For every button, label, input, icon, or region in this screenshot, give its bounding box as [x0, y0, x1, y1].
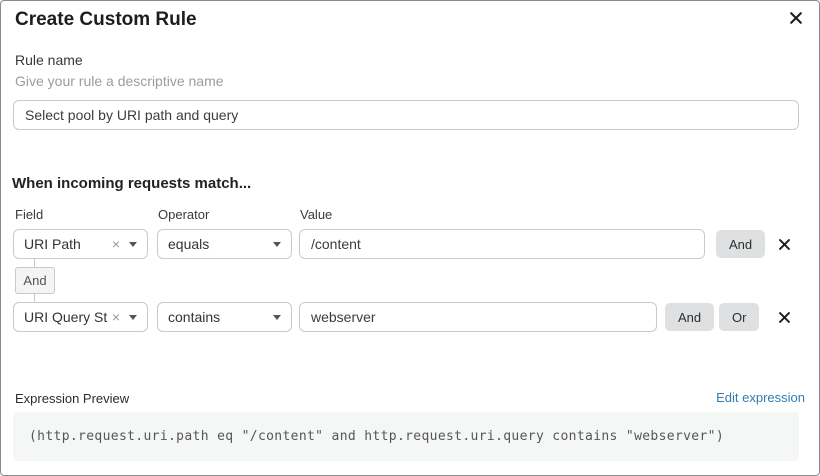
- remove-row1-button[interactable]: [775, 235, 793, 253]
- rule-name-label: Rule name: [15, 52, 83, 68]
- expression-code-block: (http.request.uri.path eq "/content" and…: [13, 412, 799, 461]
- match-section-heading: When incoming requests match...: [12, 175, 252, 192]
- expression-preview-label: Expression Preview: [15, 391, 130, 406]
- add-and-button-row2[interactable]: And: [665, 303, 715, 331]
- field-select-row2[interactable]: URI Query St... ×: [13, 302, 148, 332]
- operator-select-row1-value: equals: [168, 236, 210, 252]
- chevron-down-icon: [129, 241, 137, 247]
- and-connector-chip: And: [15, 267, 55, 294]
- delete-icon: [778, 311, 791, 324]
- chevron-down-icon: [273, 314, 281, 320]
- delete-icon: [778, 238, 791, 251]
- field-select-row1[interactable]: URI Path ×: [13, 229, 148, 259]
- field-select-row1-value: URI Path: [24, 236, 81, 252]
- operator-select-row2-value: contains: [168, 309, 221, 325]
- add-or-button-row2[interactable]: Or: [719, 303, 760, 331]
- remove-row2-button[interactable]: [775, 308, 793, 326]
- connector-line-top: [34, 259, 35, 267]
- operator-select-row1[interactable]: equals: [157, 229, 292, 259]
- value-column-label: Value: [300, 207, 333, 222]
- edit-expression-link[interactable]: Edit expression: [716, 390, 805, 405]
- operator-column-label: Operator: [158, 207, 210, 222]
- chevron-down-icon: [129, 314, 137, 320]
- connector-line-bottom: [34, 294, 35, 302]
- clear-selection-icon[interactable]: ×: [111, 236, 120, 252]
- clear-selection-icon[interactable]: ×: [111, 309, 120, 325]
- operator-select-row2[interactable]: contains: [157, 302, 292, 332]
- rule-name-hint: Give your rule a descriptive name: [15, 73, 224, 89]
- field-column-label: Field: [15, 207, 44, 222]
- rule-name-input[interactable]: [13, 100, 799, 130]
- close-icon: [789, 11, 803, 25]
- close-button[interactable]: [788, 10, 804, 26]
- value-input-row2[interactable]: [299, 302, 657, 332]
- field-select-row2-value: URI Query St...: [24, 309, 108, 325]
- value-input-row1[interactable]: [299, 229, 705, 259]
- add-and-button-row1[interactable]: And: [716, 230, 766, 258]
- dialog-title: Create Custom Rule: [15, 9, 197, 30]
- chevron-down-icon: [273, 241, 281, 247]
